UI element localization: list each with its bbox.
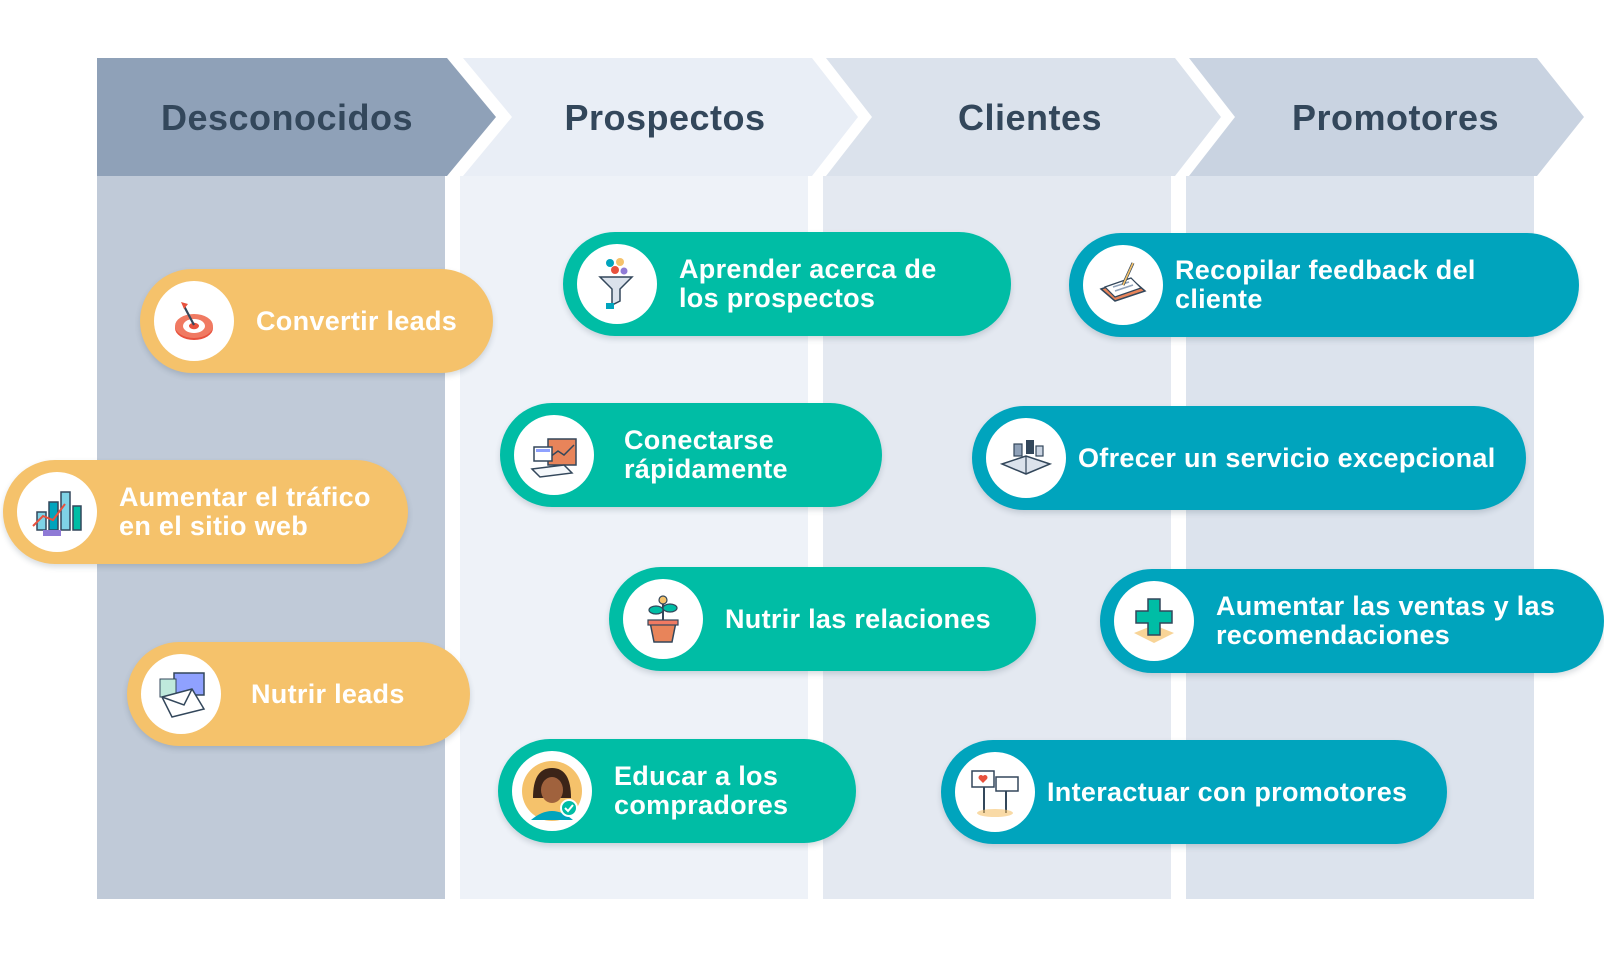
action-label: Convertir leads [256, 305, 458, 336]
clipboard-icon [1083, 245, 1163, 325]
action-label: Aumentar las ventas y las recomendacione… [1216, 591, 1556, 650]
action-nutrir-leads: Nutrir leads [127, 642, 470, 746]
action-aumentar-trafico: Aumentar el tráfico en el sitio web [3, 460, 408, 564]
chevron-desconocidos [97, 58, 496, 176]
service-book-icon [986, 418, 1066, 498]
stage-title-desconocidos: Desconocidos [160, 97, 414, 138]
stage-chevrons [97, 58, 1584, 176]
stage-title-clientes: Clientes [957, 97, 1103, 138]
action-interactuar-promotores: Interactuar con promotores [941, 740, 1447, 844]
action-convertir-leads: Convertir leads [140, 269, 493, 373]
action-label: Interactuar con promotores [1047, 776, 1408, 807]
target-icon [154, 281, 234, 361]
action-nutrir-relaciones: Nutrir las relaciones [609, 567, 1036, 671]
stage-title-prospectos: Prospectos [564, 97, 766, 138]
signs-icon [955, 752, 1035, 832]
action-label: Aumentar el tráfico en el sitio web [119, 482, 371, 541]
stage-title-promotores: Promotores [1291, 97, 1500, 138]
action-aprender-prospectos: Aprender acerca de los prospectos [563, 232, 1011, 336]
chevron-clientes [826, 58, 1221, 176]
action-aumentar-ventas: Aumentar las ventas y las recomendacione… [1100, 569, 1604, 673]
action-recopilar-feedback: Recopilar feedback del cliente [1069, 233, 1579, 337]
action-label: Recopilar feedback del cliente [1175, 255, 1476, 314]
action-label: Aprender acerca de los prospectos [679, 254, 937, 313]
chevron-prospectos [463, 58, 858, 176]
bar-chart-icon [17, 472, 97, 552]
action-label: Conectarse rápidamente [624, 425, 788, 484]
action-label: Ofrecer un servicio excepcional [1078, 442, 1496, 473]
action-label: Educar a los compradores [614, 761, 789, 820]
action-conectarse: Conectarse rápidamente [500, 403, 882, 507]
briefcase-icon [514, 415, 594, 495]
action-educar-compradores: Educar a los compradores [498, 739, 856, 843]
funnel-icon [577, 244, 657, 324]
email-icon [141, 654, 221, 734]
plus-icon [1114, 581, 1194, 661]
buyer-avatar-icon [512, 751, 592, 831]
action-ofrecer-servicio: Ofrecer un servicio excepcional [972, 406, 1526, 510]
plant-icon [623, 579, 703, 659]
action-label: Nutrir leads [251, 678, 405, 709]
action-label: Nutrir las relaciones [725, 603, 991, 634]
chevron-promotores [1189, 58, 1584, 176]
